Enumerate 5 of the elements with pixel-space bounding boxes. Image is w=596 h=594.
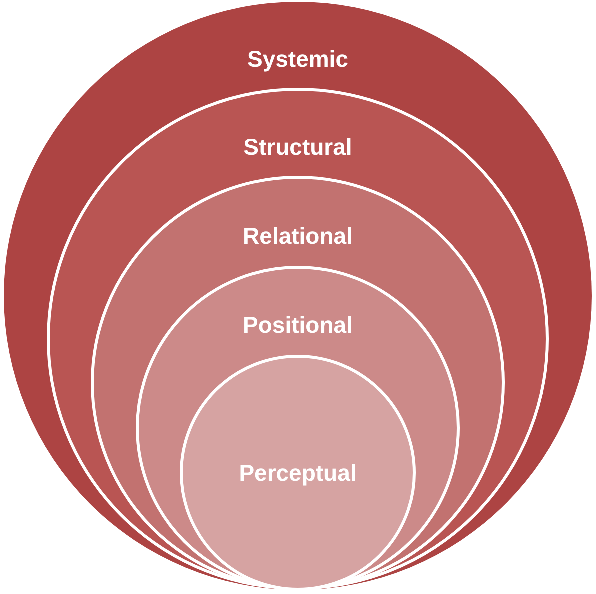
ring-label: Positional bbox=[243, 311, 353, 339]
ring-label: Systemic bbox=[247, 45, 348, 73]
ring-label: Structural bbox=[244, 133, 352, 161]
ring-label: Perceptual bbox=[239, 459, 357, 487]
ring-label: Relational bbox=[243, 222, 353, 250]
